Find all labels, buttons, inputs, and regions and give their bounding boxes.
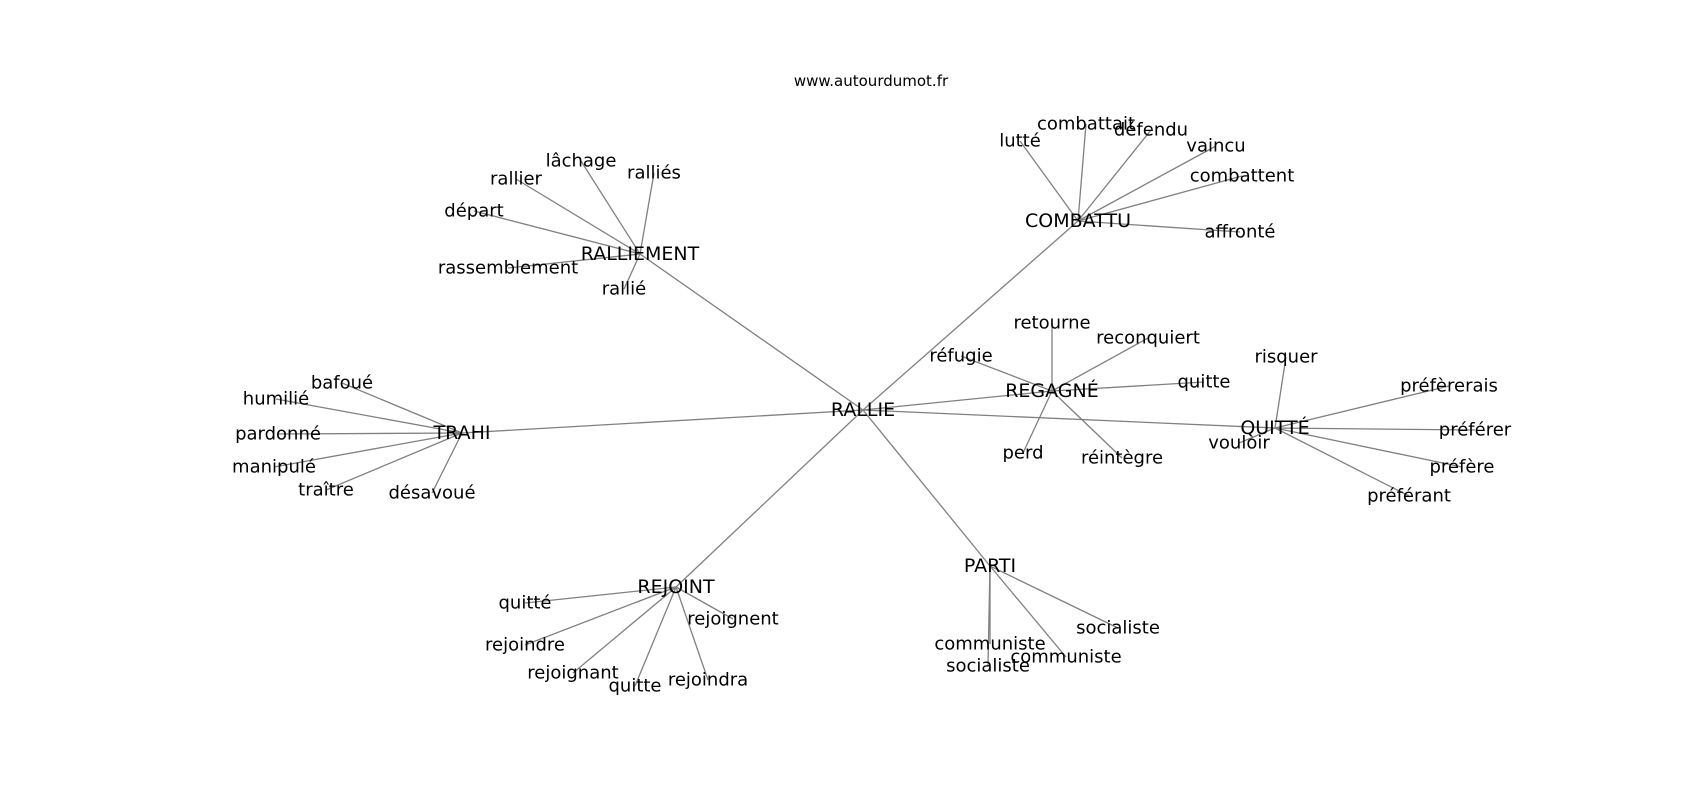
- leaf-word-label: lutté: [999, 131, 1041, 152]
- leaf-word-label: départ: [444, 201, 503, 222]
- leaf-word-label: vouloir: [1208, 433, 1270, 454]
- edge-center-rejoint: [675, 409, 864, 588]
- edge-trahi-leaf: [325, 432, 463, 491]
- edge-rejoint-leaf: [634, 586, 677, 687]
- leaf-word-label: risquer: [1254, 347, 1318, 368]
- edge-regagne-leaf: [1051, 381, 1205, 392]
- center-node: RALLIE: [831, 399, 895, 421]
- leaf-word-label: défendu: [1114, 120, 1188, 141]
- edge-rejoint-leaf: [572, 586, 677, 674]
- leaf-word-label: reconquiert: [1096, 328, 1200, 349]
- edge-center-ralliement: [639, 253, 864, 411]
- edge-rejoint-leaf: [675, 586, 709, 681]
- hub-node-rejoint: REJOINT: [637, 576, 715, 598]
- edge-center-parti: [862, 409, 991, 567]
- leaf-word-label: vaincu: [1186, 136, 1245, 157]
- leaf-word-label: préférant: [1367, 486, 1451, 507]
- hub-node-trahi: TRAHI: [433, 422, 491, 444]
- edge-rejoint-leaf: [675, 586, 734, 620]
- edge-ralliement-leaf: [507, 253, 641, 269]
- edge-rejoint-leaf: [524, 586, 677, 646]
- edge-quitte-hub-leaf: [1274, 427, 1410, 497]
- edge-quitte-hub-leaf: [1274, 356, 1287, 429]
- hub-node-quitte-hub: QUITTÉ: [1240, 416, 1309, 439]
- leaf-word-label: rejoignent: [687, 609, 778, 630]
- edge-trahi-leaf: [341, 382, 463, 434]
- hub-node-ralliement: RALLIEMENT: [581, 243, 700, 265]
- edge-trahi-leaf: [275, 398, 463, 434]
- graph-edges: [273, 123, 1476, 687]
- edge-trahi-leaf: [431, 432, 463, 494]
- leaf-word-label: socialiste: [946, 656, 1030, 677]
- edge-center-trahi: [461, 409, 864, 434]
- edge-quitte-hub-leaf: [1274, 427, 1463, 468]
- edge-ralliement-leaf: [623, 253, 641, 290]
- edge-combattu-leaf: [1077, 129, 1152, 222]
- leaf-word-label: rejoindre: [485, 635, 565, 656]
- leaf-word-label: désavoué: [388, 483, 475, 504]
- hub-node-combattu: COMBATTU: [1025, 210, 1131, 232]
- edge-quitte-hub-leaf: [1274, 385, 1450, 429]
- edge-center-quitte-hub: [862, 409, 1276, 429]
- leaf-word-label: communiste: [1010, 647, 1121, 668]
- leaf-word-label: communiste: [934, 634, 1045, 655]
- edge-trahi-leaf: [277, 432, 463, 435]
- edge-rejoint-leaf: [524, 586, 677, 604]
- leaf-word-label: humilié: [243, 389, 309, 410]
- leaf-word-label: quitté: [498, 593, 551, 614]
- leaf-word-label: rallié: [602, 279, 647, 300]
- leaf-word-label: préfèrerais: [1400, 376, 1498, 397]
- edge-parti-leaf: [989, 565, 1067, 658]
- leaf-word-label: manipulé: [232, 457, 316, 478]
- edge-combattu-leaf: [1077, 145, 1217, 222]
- edge-regagne-leaf: [1022, 390, 1053, 454]
- leaf-word-label: combattait: [1037, 114, 1135, 135]
- leaf-word-label: quitte: [1177, 372, 1230, 393]
- edge-regagne-leaf: [1051, 390, 1123, 459]
- edge-regagne-leaf: [960, 355, 1053, 392]
- leaf-word-label: affronté: [1205, 222, 1276, 243]
- leaf-word-label: bafoué: [311, 373, 373, 394]
- edge-combattu-leaf: [1077, 175, 1243, 222]
- leaf-word-label: pardonné: [235, 424, 321, 445]
- edge-ralliement-leaf: [515, 178, 641, 255]
- edge-parti-leaf: [987, 565, 991, 667]
- edge-quitte-hub-leaf: [1274, 427, 1476, 431]
- leaf-word-label: quitte: [608, 676, 661, 697]
- leaf-word-label: traître: [298, 480, 354, 501]
- leaf-word-label: lâchage: [546, 151, 617, 172]
- leaf-word-label: rassemblement: [438, 258, 578, 279]
- leaf-word-label: préférer: [1439, 420, 1512, 441]
- edge-center-combattu: [862, 220, 1079, 411]
- edge-combattu-leaf: [1019, 140, 1079, 222]
- leaf-word-label: ralliés: [627, 163, 681, 184]
- edge-ralliement-leaf: [473, 210, 641, 255]
- leaf-word-label: préfère: [1430, 457, 1495, 478]
- edge-combattu-leaf: [1077, 220, 1241, 233]
- edge-parti-leaf: [989, 565, 1119, 629]
- leaf-word-label: perd: [1002, 443, 1043, 464]
- edge-quitte-hub-leaf: [1238, 427, 1276, 444]
- leaf-word-label: socialiste: [1076, 618, 1160, 639]
- leaf-word-label: rejoignant: [527, 663, 618, 684]
- leaf-word-label: combattent: [1190, 166, 1295, 187]
- edge-ralliement-leaf: [639, 172, 655, 255]
- edge-combattu-leaf: [1077, 123, 1087, 222]
- edge-trahi-leaf: [273, 432, 463, 468]
- site-url: www.autourdumot.fr: [793, 72, 949, 90]
- hub-node-regagne: REGAGNÉ: [1005, 379, 1099, 402]
- leaf-word-label: rejoindra: [668, 670, 748, 691]
- leaf-word-label: réintègre: [1081, 448, 1163, 469]
- hub-node-parti: PARTI: [964, 555, 1016, 577]
- leaf-word-label: réfugie: [929, 346, 992, 367]
- edge-regagne-leaf: [1051, 337, 1149, 392]
- leaf-word-label: retourne: [1013, 313, 1090, 334]
- edge-center-regagne: [862, 390, 1053, 411]
- leaf-word-label: rallier: [490, 169, 543, 190]
- edge-ralliement-leaf: [580, 160, 641, 255]
